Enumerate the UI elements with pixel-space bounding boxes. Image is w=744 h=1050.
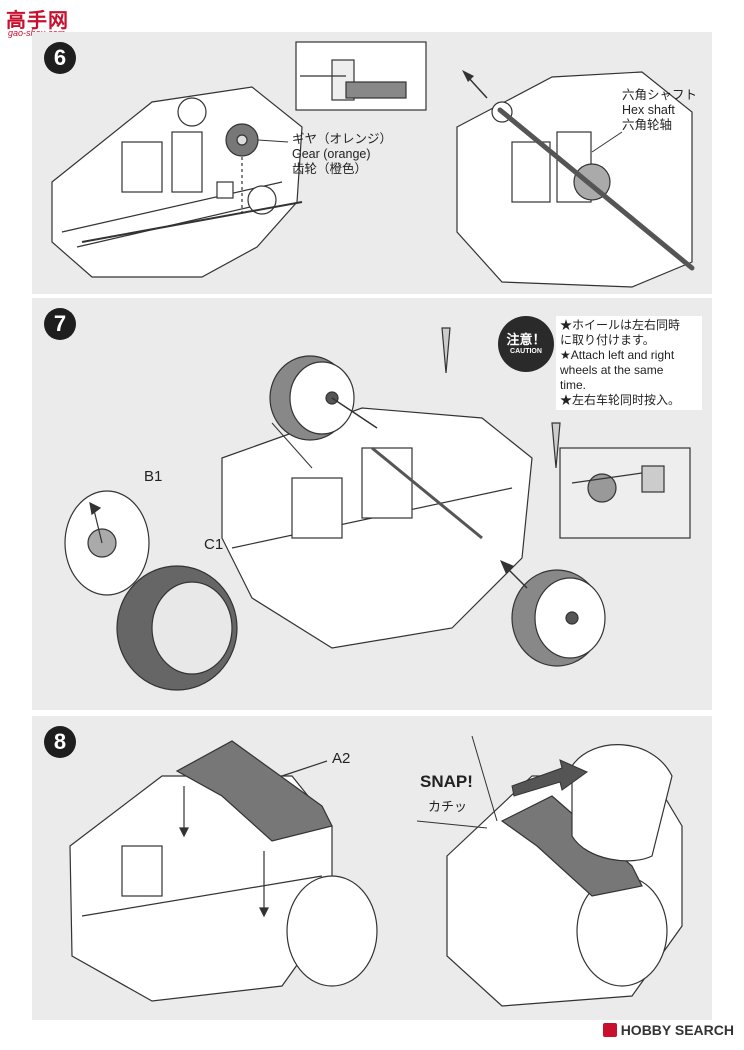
shaft-label-en: Hex shaft bbox=[622, 103, 675, 117]
hex-shaft-label: 六角シャフト Hex shaft 六角轮轴 bbox=[622, 88, 697, 133]
shaft-label-jp: 六角シャフト bbox=[622, 88, 698, 102]
step-7-panel: 7 bbox=[32, 298, 712, 710]
step-8-panel: 8 bbox=[32, 716, 712, 1020]
caution-badge: 注意！ CAUTION bbox=[498, 316, 554, 372]
watermark-chinese-text: 高手网 bbox=[6, 10, 69, 32]
step-7-illustration bbox=[64, 327, 691, 691]
caution-line-1: ★ホイールは左右同時 bbox=[560, 318, 681, 332]
caution-line-4: wheels at the same bbox=[560, 363, 664, 377]
caution-line-6: ★左右车轮同时按入。 bbox=[560, 393, 681, 407]
step-8-illustration bbox=[69, 735, 683, 1007]
footer-watermark-text: HOBBY SEARCH bbox=[620, 1022, 734, 1038]
step-6-illustration bbox=[51, 41, 695, 288]
footer-watermark: HOBBY SEARCH bbox=[602, 1020, 734, 1040]
caution-note: ★ホイールは左右同時 に取り付けます。 ★Attach left and rig… bbox=[556, 316, 702, 410]
part-c1-label: C1 bbox=[204, 536, 224, 553]
gear-label-en: Gear (orange) bbox=[292, 147, 371, 161]
snap-label: SNAP! bbox=[420, 772, 473, 791]
step-7-number: 7 bbox=[44, 308, 76, 340]
hobby-search-logo-icon bbox=[602, 1023, 617, 1037]
caution-line-3: ★Attach left and right bbox=[560, 348, 675, 362]
step-6-number: 6 bbox=[44, 42, 76, 74]
caution-badge-jp: 注意！ bbox=[506, 331, 546, 347]
part-b1-label: B1 bbox=[144, 468, 163, 485]
step-8-number: 8 bbox=[44, 726, 76, 758]
part-a2-label: A2 bbox=[332, 750, 351, 767]
step-6-panel: 6 bbox=[32, 32, 712, 294]
gear-label-cn: 齿轮（橙色） bbox=[292, 162, 368, 176]
gear-orange-label: ギヤ（オレンジ） Gear (orange) 齿轮（橙色） bbox=[292, 132, 392, 177]
gear-label-jp: ギヤ（オレンジ） bbox=[292, 132, 393, 146]
caution-line-5: time. bbox=[560, 378, 587, 392]
caution-line-2: に取り付けます。 bbox=[560, 333, 655, 347]
shaft-label-cn: 六角轮轴 bbox=[622, 118, 673, 132]
caution-badge-en: CAUTION bbox=[510, 347, 542, 355]
snap-label-jp: カチッ bbox=[428, 799, 468, 814]
